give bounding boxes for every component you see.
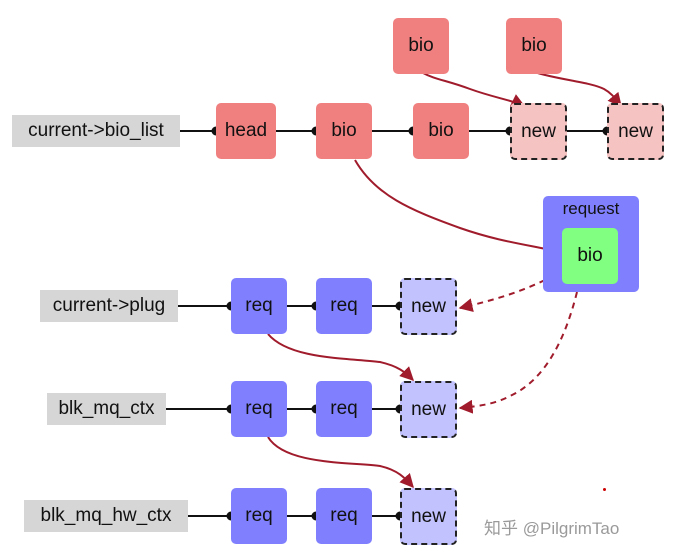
- ctx-new: new: [400, 381, 457, 438]
- hw-ctx-req-2: req: [316, 488, 372, 544]
- request-bio: bio: [562, 228, 618, 284]
- ctx-req-1: req: [231, 381, 287, 437]
- plug-new: new: [400, 278, 457, 335]
- bio-list-new-1: new: [510, 103, 567, 160]
- incoming-bio-b: bio: [506, 18, 562, 74]
- hw-ctx-new: new: [400, 488, 457, 545]
- hw-ctx-req-1: req: [231, 488, 287, 544]
- label-blk-mq-hw-ctx: blk_mq_hw_ctx: [24, 500, 188, 532]
- arrow-request-to-ctx-new: [458, 291, 578, 414]
- arrow-request-to-plug-new: [458, 279, 546, 313]
- label-current-bio-list: current->bio_list: [12, 115, 180, 147]
- request-title: request: [562, 199, 620, 218]
- arrow-bio-to-request-bio: [354, 159, 562, 256]
- merge-arrows: [267, 71, 622, 489]
- ctx-req-2: req: [316, 381, 372, 437]
- bio-list-head: head: [216, 103, 276, 159]
- arrow-bio-b-to-new2: [533, 71, 622, 108]
- incoming-bio-a: bio: [393, 18, 449, 74]
- arrow-ctx-req-to-hw-new: [267, 436, 414, 489]
- watermark: 知乎 @PilgrimTao: [484, 519, 620, 538]
- plug-req-1: req: [231, 278, 287, 334]
- bio-list-bio-2: bio: [413, 103, 469, 159]
- request-box: request bio: [543, 196, 639, 292]
- stray-dot: [603, 488, 606, 491]
- label-current-plug: current->plug: [40, 290, 178, 322]
- arrow-bio-a-to-new1: [420, 71, 526, 107]
- bio-list-new-2: new: [607, 103, 664, 160]
- bio-list-bio-1: bio: [316, 103, 372, 159]
- plug-req-2: req: [316, 278, 372, 334]
- arrow-plug-req-to-ctx-new: [267, 333, 414, 381]
- label-blk-mq-ctx: blk_mq_ctx: [47, 393, 166, 425]
